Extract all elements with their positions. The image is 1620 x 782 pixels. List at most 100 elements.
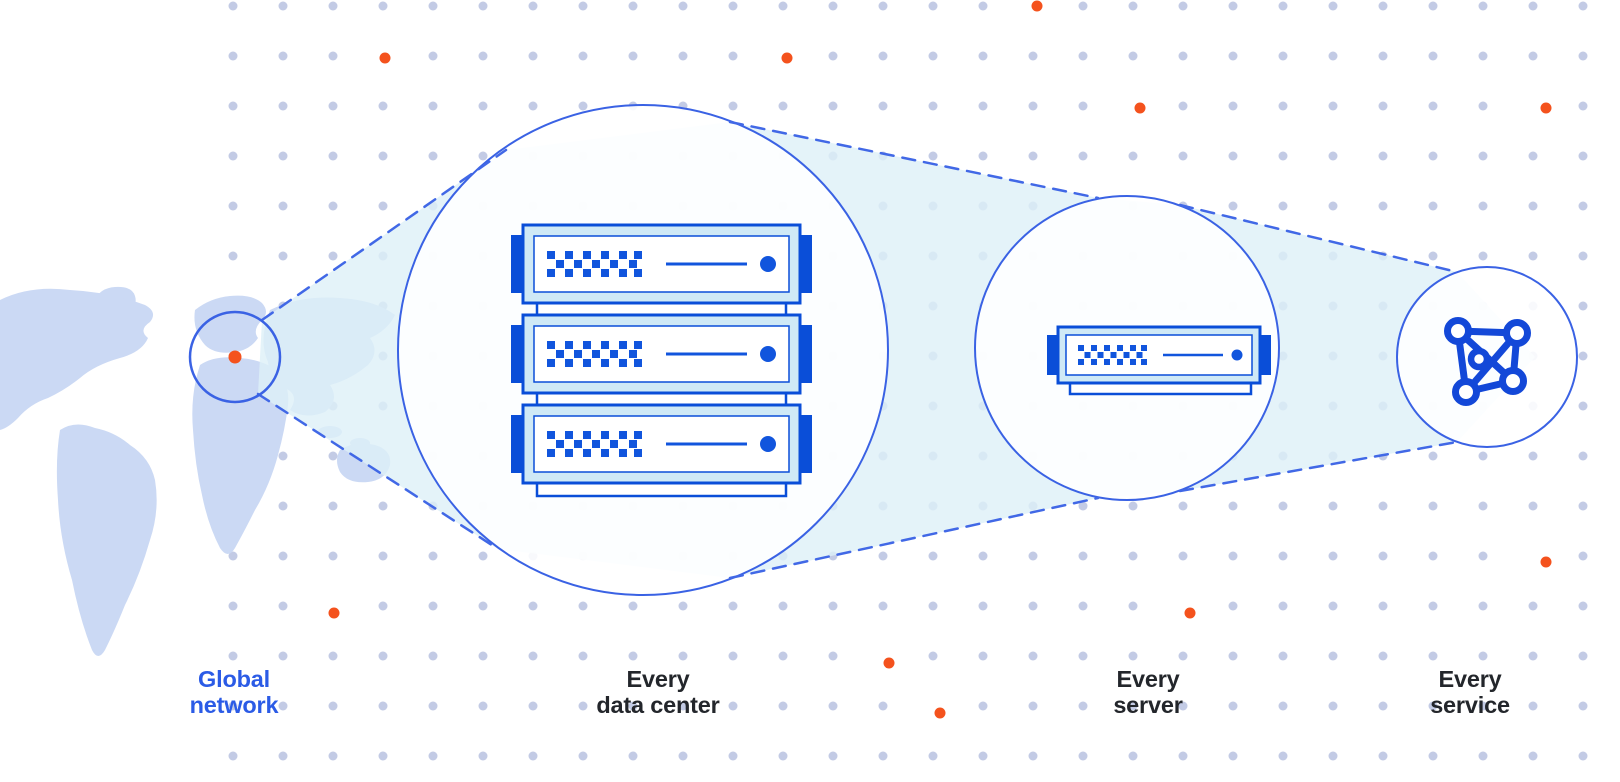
grid-dot [428,701,438,711]
grid-dot [1428,151,1438,161]
grid-dot [578,701,588,711]
grid-dot [678,751,688,761]
grid-dot [928,551,938,561]
grid-dot [428,101,438,111]
grid-dot [1478,251,1488,261]
grid-dot [378,751,388,761]
grid-dot [328,151,338,161]
orange-dot [883,657,895,669]
grid-dot [1328,1,1338,11]
grid-dot [1528,701,1538,711]
grid-dot [1178,501,1188,511]
grid-dot [1528,51,1538,61]
grid-dot [478,1,488,11]
grid-dot [1278,701,1288,711]
network-graph-icon [1444,317,1531,406]
grid-dot [1578,651,1588,661]
grid-dot [628,701,638,711]
grid-dot [1028,651,1038,661]
grid-dot [228,651,238,661]
grid-dot [1278,651,1288,661]
grid-dot [978,551,988,561]
grid-dot [1228,551,1238,561]
grid-dot [1328,601,1338,611]
grid-dot [278,151,288,161]
grid-dot [678,601,688,611]
grid-dot [1078,751,1088,761]
grid-dot [878,51,888,61]
grid-dot [978,151,988,161]
grid-dot [428,751,438,761]
grid-dot [678,51,688,61]
grid-dot [378,551,388,561]
grid-dot [278,601,288,611]
grid-dot [1128,501,1138,511]
grid-dot [1278,151,1288,161]
grid-dot [1578,301,1588,311]
grid-dot [1378,1,1388,11]
grid-dot [1128,651,1138,661]
grid-dot [1128,1,1138,11]
grid-dot [1478,451,1488,461]
grid-dot [228,601,238,611]
grid-dot [1578,751,1588,761]
grid-dot [278,101,288,111]
grid-dot [1478,601,1488,611]
grid-dot [578,1,588,11]
grid-dot [878,701,888,711]
grid-dot [878,551,888,561]
grid-dot [1028,751,1038,761]
grid-dot [328,251,338,261]
grid-dot [1328,101,1338,111]
grid-dot [828,601,838,611]
grid-dot [1478,51,1488,61]
grid-dot [628,51,638,61]
grid-dot [1578,251,1588,261]
grid-dot [478,551,488,561]
grid-dot [828,651,838,661]
label-every-data-center: Every data center [596,666,719,718]
server-unit [511,403,812,485]
grid-dot [1228,501,1238,511]
grid-dot [628,751,638,761]
grid-dot [1328,51,1338,61]
label-line: server [1113,692,1183,718]
orange-dot [1184,607,1196,619]
grid-dot [1078,101,1088,111]
grid-dot [1528,251,1538,261]
grid-dot [1078,501,1088,511]
grid-dot [1478,701,1488,711]
grid-dot [478,751,488,761]
grid-dot [228,101,238,111]
grid-dot [1528,451,1538,461]
grid-dot [1378,701,1388,711]
grid-dot [1178,51,1188,61]
grid-dot [228,51,238,61]
grid-dot [328,101,338,111]
grid-dot [1128,751,1138,761]
grid-dot [1078,651,1088,661]
grid-dot [278,201,288,211]
orange-dot [781,52,793,64]
grid-dot [528,701,538,711]
grid-dot [1278,1,1288,11]
grid-dot [728,701,738,711]
grid-dot [1178,701,1188,711]
grid-dot [378,101,388,111]
grid-dot [378,651,388,661]
grid-dot [478,651,488,661]
grid-dot [678,701,688,711]
grid-dot [1478,151,1488,161]
grid-dot [1278,101,1288,111]
grid-dot [378,501,388,511]
grid-dot [1578,501,1588,511]
grid-dot [228,701,238,711]
grid-dot [1578,451,1588,461]
grid-dot [778,601,788,611]
grid-dot [528,51,538,61]
grid-dot [378,201,388,211]
orange-dot [1540,556,1552,568]
grid-dot [1328,501,1338,511]
grid-dot [1328,201,1338,211]
